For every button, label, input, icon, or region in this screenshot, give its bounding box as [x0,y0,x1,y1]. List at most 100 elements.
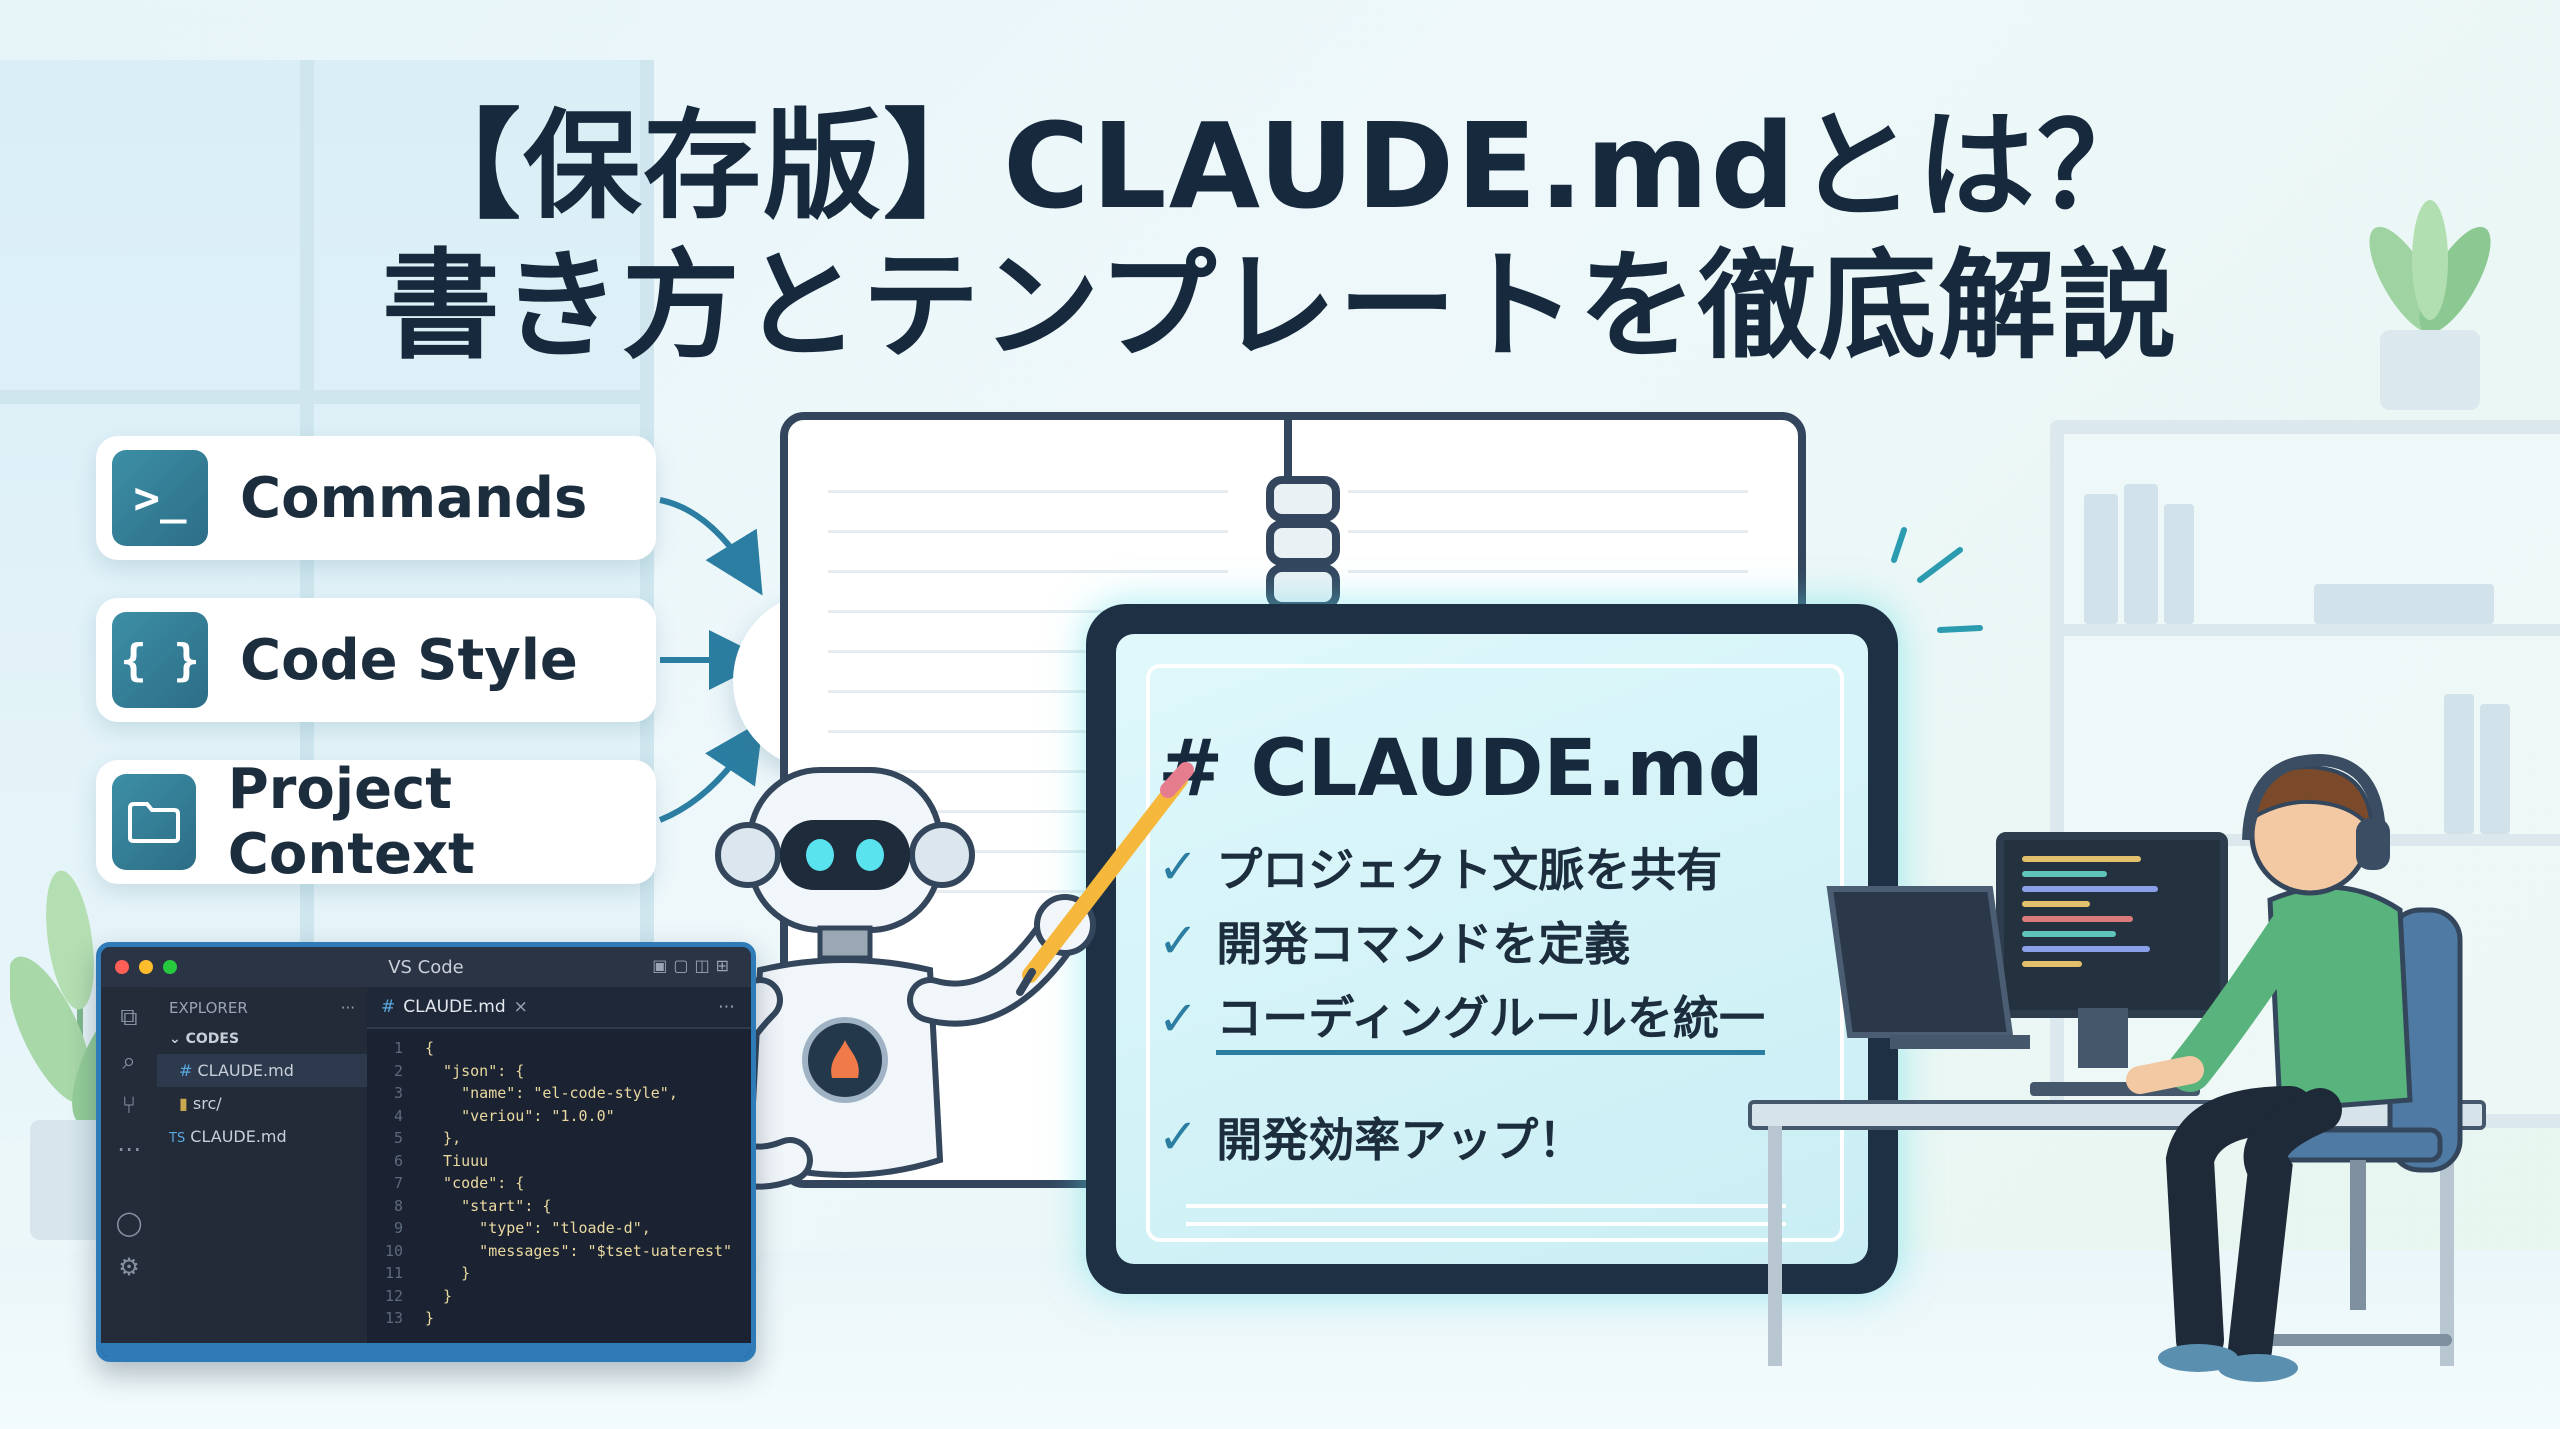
code-line: 8 "start": { [367,1195,751,1218]
maximize-window-button[interactable] [163,960,177,974]
vscode-titlebar: VS Code ▣▢◫⊞ [101,947,751,987]
check-icon: ✓ [1158,1109,1199,1165]
braces-icon: { } [112,612,208,708]
code-line: 12 } [367,1285,751,1308]
code-text: "messages": "$tset-uaterest" [425,1241,733,1260]
tablet-item: ✓ プロジェクト文脈を共有 [1158,834,1722,900]
tablet-divider [1186,1204,1786,1208]
check-icon: ✓ [1158,990,1199,1047]
explorer-folder-src[interactable]: ▮ src/ [157,1087,367,1120]
layout-controls-icon[interactable]: ▣▢◫⊞ [652,956,735,975]
desk-leg [2440,1126,2454,1366]
code-text: }, [425,1129,462,1147]
typescript-file-icon: TS [169,1131,186,1146]
vscode-explorer: EXPLORER ··· ⌄ CODES # CLAUDE.md ▮ src/ … [157,987,367,1357]
search-icon[interactable]: ⌕ [122,1047,136,1075]
line-number: 11 [384,1264,403,1282]
feature-label: Code Style [240,627,578,693]
code-text: "veriou": "1.0.0" [425,1106,615,1125]
feature-card-code-style: { } Code Style [96,598,656,722]
code-line: 13} [367,1307,751,1330]
line-number: 6 [393,1151,403,1170]
code-line: 11 } [367,1262,751,1285]
claude-md-tablet: # CLAUDE.md ✓ プロジェクト文脈を共有 ✓ 開発コマンドを定義 ✓ … [1086,604,1898,1294]
monitor-stand [2078,1008,2128,1068]
line-number: 13 [384,1309,403,1327]
code-text: } [425,1309,435,1327]
code-line: 3 "name": "el-code-style", [367,1082,751,1105]
explorer-file[interactable]: TS CLAUDE.md [157,1120,367,1153]
tablet-heading: # CLAUDE.md [1158,724,1764,814]
markdown-file-icon: # [179,1061,193,1080]
line-number: 4 [393,1106,403,1125]
code-text: { [425,1039,435,1057]
code-text: } [425,1264,471,1282]
vscode-activity-bar: ⧉ ⌕ ⑂ ⋯ ◯ ⚙ [101,987,157,1357]
code-content[interactable]: 1{2 "json": {3 "name": "el-code-style",4… [367,1029,751,1330]
tablet-divider [1186,1222,1786,1226]
developer-person-illustration [2126,753,2463,1382]
explorer-file[interactable]: # CLAUDE.md [157,1054,367,1087]
code-line: 6 Tiuuu [367,1150,751,1173]
line-number: 12 [384,1286,403,1305]
code-text: } [425,1286,453,1305]
tablet-item: ✓ 開発コマンドを定義 [1158,908,1630,974]
editor-tab-claude-md[interactable]: # CLAUDE.md × ⋯ [367,987,751,1029]
explorer-header: EXPLORER [169,999,248,1017]
account-icon[interactable]: ◯ [115,1209,143,1237]
feature-arrows [658,497,769,823]
close-tab-icon[interactable]: × [513,997,528,1017]
vscode-window-title: VS Code [388,956,464,978]
line-number: 8 [393,1196,403,1215]
file-name: src/ [192,1094,222,1113]
check-icon: ✓ [1158,839,1199,895]
robot-illustration [685,762,1194,1190]
code-line: 5 }, [367,1127,751,1150]
tablet-item-label: 開発効率アップ！ [1216,1113,1585,1167]
tablet-item-label: プロジェクト文脈を共有 [1216,843,1723,897]
vscode-window: VS Code ▣▢◫⊞ ⧉ ⌕ ⑂ ⋯ ◯ ⚙ EXPLORER ··· ⌄ … [96,942,756,1362]
code-text: "name": "el-code-style", [425,1084,678,1102]
files-icon[interactable]: ⧉ [120,1003,138,1031]
close-window-button[interactable] [115,960,129,974]
tablet-item-label: 開発コマンドを定義 [1216,917,1631,971]
code-line: 9 "type": "tloade-d", [367,1217,751,1240]
code-text: "code": { [425,1174,525,1192]
desk-leg [1768,1126,1782,1366]
tablet-screen: # CLAUDE.md ✓ プロジェクト文脈を共有 ✓ 開発コマンドを定義 ✓ … [1116,634,1868,1264]
terminal-icon: >_ [112,450,208,546]
feature-card-project-context: Project Context [96,757,656,887]
feature-label: Project Context [227,757,475,887]
check-icon: ✓ [1158,913,1199,969]
more-icon[interactable]: ⋯ [117,1135,141,1163]
vscode-editor: # CLAUDE.md × ⋯ 1{2 "json": {3 "name": "… [367,987,751,1357]
code-line: 2 "json": { [367,1060,751,1083]
code-text: Tiuuu [425,1151,489,1170]
vscode-status-bar [101,1343,751,1357]
line-number: 5 [393,1129,403,1147]
code-line: 1{ [367,1037,751,1060]
file-name: CLAUDE.md [197,1061,294,1080]
line-number: 7 [393,1174,403,1192]
line-number: 10 [384,1241,403,1260]
explorer-folder[interactable]: CODES [185,1031,240,1047]
chevron-down-icon[interactable]: ⌄ [169,1031,186,1047]
plant-right-decoration [2369,200,2491,410]
tablet-item: ✓ 開発効率アップ！ [1158,1104,1584,1170]
feature-label: Commands [240,465,588,531]
minimize-window-button[interactable] [139,960,153,974]
line-number: 3 [393,1084,403,1102]
code-text: "json": { [425,1061,525,1080]
editor-more-icon[interactable]: ⋯ [718,997,735,1017]
code-line: 4 "veriou": "1.0.0" [367,1105,751,1128]
source-control-icon[interactable]: ⑂ [121,1091,137,1119]
file-name: CLAUDE.md [190,1127,287,1146]
tablet-item-label: コーディングルールを統一 [1216,982,1765,1055]
explorer-more-icon[interactable]: ··· [340,999,355,1017]
code-text: "type": "tloade-d", [425,1219,651,1237]
laptop-illustration [1826,886,2030,1049]
settings-gear-icon[interactable]: ⚙ [118,1253,140,1281]
line-number: 1 [393,1039,403,1057]
code-text: "start": { [425,1196,552,1215]
sparkle-decoration [1891,527,1983,633]
